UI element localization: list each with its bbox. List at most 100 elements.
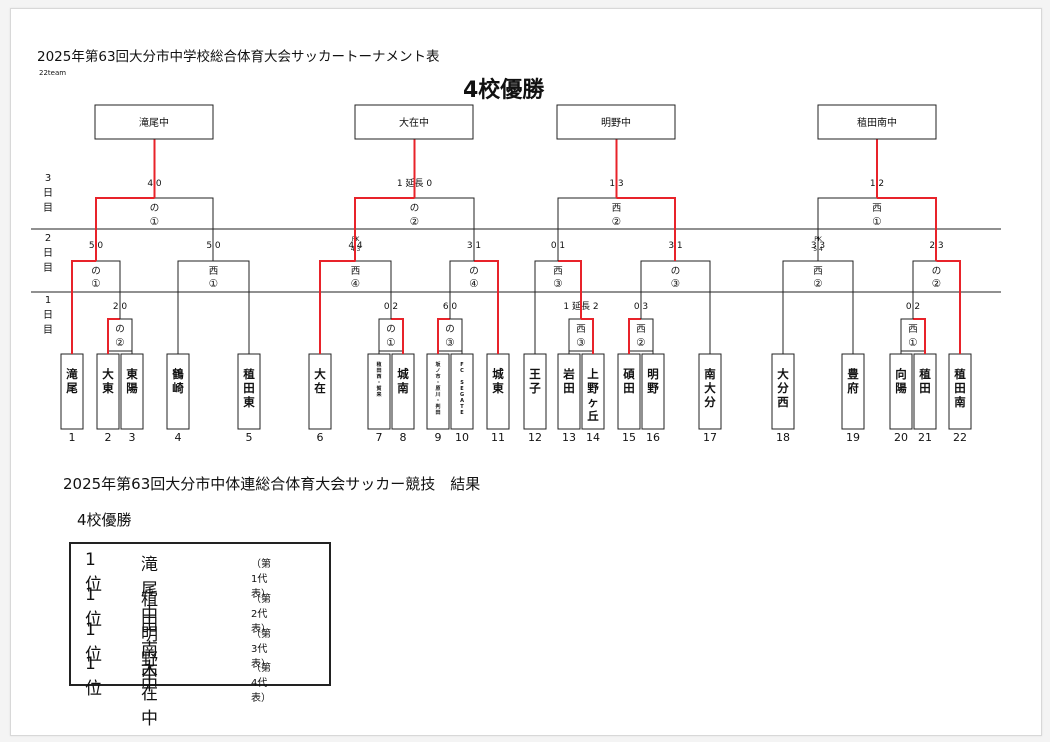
result-representative: （第4代表） bbox=[251, 663, 271, 704]
team-name: 田 bbox=[954, 381, 966, 395]
bracket-line bbox=[120, 318, 133, 351]
bracket-line bbox=[414, 197, 475, 261]
winning-line bbox=[474, 260, 499, 354]
finalist-box bbox=[556, 104, 676, 140]
team-name: ・ bbox=[435, 380, 440, 386]
team-name: 稙 bbox=[376, 361, 381, 368]
bracket-line bbox=[818, 260, 854, 354]
finalist-name: 稙田南中 bbox=[857, 116, 897, 129]
match-venue: 西 bbox=[209, 266, 219, 277]
winning-line bbox=[71, 260, 96, 354]
match-number: ② bbox=[813, 278, 822, 290]
team-name: 東 bbox=[102, 381, 114, 395]
team-number: 2 bbox=[105, 431, 112, 444]
tournament-bracket: 3日目2日目1日目滝尾1大東2東陽3鶴崎4稙田東5大在6稙田西・賀来7城南8坂ノ… bbox=[31, 104, 1001, 444]
team-name: 東 bbox=[243, 395, 255, 409]
bracket-line bbox=[96, 260, 121, 319]
team-number: 16 bbox=[646, 431, 660, 444]
bracket-line bbox=[912, 260, 937, 319]
team-number: 4 bbox=[175, 431, 182, 444]
team-number: 8 bbox=[400, 431, 407, 444]
team-name: A bbox=[460, 398, 464, 404]
match-venue: 西 bbox=[351, 266, 361, 277]
team-name: 大 bbox=[777, 367, 789, 381]
team-name: 西 bbox=[777, 395, 789, 409]
winning-line bbox=[913, 318, 926, 351]
team-name: ノ bbox=[435, 368, 440, 374]
result-representative: （第1代表） bbox=[251, 559, 271, 600]
match-number: ③ bbox=[671, 278, 680, 290]
team-name: 南 bbox=[397, 381, 409, 395]
team-name: 原 bbox=[435, 385, 440, 392]
bracket-line bbox=[378, 318, 391, 351]
result-representative: （第2代表） bbox=[251, 594, 271, 635]
team-name: 南 bbox=[704, 367, 716, 381]
team-name: 明 bbox=[647, 367, 659, 381]
bracket-line bbox=[568, 318, 581, 351]
team-name: 城 bbox=[397, 367, 409, 381]
bracket-line bbox=[557, 197, 617, 261]
match-number: ① bbox=[908, 337, 917, 349]
team-name: S bbox=[460, 380, 464, 386]
bracket-line bbox=[641, 318, 654, 351]
result-place: 1位 bbox=[85, 585, 102, 630]
team-name: 向 bbox=[895, 367, 907, 381]
bracket-line bbox=[177, 260, 214, 354]
team-name: 分 bbox=[777, 381, 789, 395]
team-name: 市 bbox=[435, 373, 440, 380]
team-number: 13 bbox=[562, 431, 576, 444]
finalist-box bbox=[817, 104, 937, 140]
result-school: 滝尾中 bbox=[141, 555, 158, 625]
team-name: 田 bbox=[919, 381, 931, 395]
team-name: 賀 bbox=[376, 385, 381, 392]
team-name: 稙 bbox=[919, 367, 931, 381]
match-venue: の bbox=[410, 203, 420, 214]
day-label: 日 bbox=[43, 310, 53, 321]
bracket-line bbox=[213, 260, 250, 354]
match-number: ④ bbox=[351, 278, 360, 290]
bracket-line bbox=[450, 318, 463, 351]
team-number: 3 bbox=[129, 431, 136, 444]
team-name: 坂 bbox=[435, 361, 441, 368]
team-name: 王 bbox=[529, 367, 541, 381]
pk-label: PK bbox=[814, 236, 823, 243]
result-school: 明野中 bbox=[141, 625, 158, 695]
team-number: 17 bbox=[703, 431, 717, 444]
match-number: ② bbox=[612, 216, 621, 228]
winning-line bbox=[877, 197, 937, 261]
match-venue: の bbox=[150, 203, 160, 214]
team-count: 22team bbox=[39, 69, 67, 77]
day-label: 1 bbox=[45, 295, 51, 306]
team-name: 稙 bbox=[954, 367, 966, 381]
team-name: 分 bbox=[704, 395, 716, 409]
match-number: ① bbox=[386, 337, 395, 349]
bracket-line bbox=[449, 260, 474, 319]
team-number: 5 bbox=[246, 431, 253, 444]
match-number: ① bbox=[209, 278, 218, 290]
team-name: ・ bbox=[376, 380, 381, 386]
match-number: ② bbox=[932, 278, 941, 290]
team-name: 尾 bbox=[65, 381, 78, 395]
team-number: 21 bbox=[918, 431, 932, 444]
day-label: 目 bbox=[43, 203, 53, 214]
team-name: 陽 bbox=[126, 381, 138, 395]
finalist-box bbox=[354, 104, 474, 140]
team-name: 城 bbox=[492, 367, 504, 381]
match-number: ③ bbox=[576, 337, 585, 349]
bracket-line bbox=[640, 260, 676, 319]
team-name: 在 bbox=[314, 381, 326, 395]
day-label: 2 bbox=[45, 233, 51, 244]
result-representative: （第3代表） bbox=[251, 629, 271, 670]
match-venue: の bbox=[671, 266, 681, 277]
team-name: T bbox=[460, 404, 464, 410]
result-place: 1位 bbox=[85, 550, 102, 595]
results-table: 1位 滝尾中 （第1代表） 1位 稙田南中 （第2代表） 1位 明野中 （第3代… bbox=[69, 542, 331, 729]
bracket-line bbox=[900, 318, 913, 351]
team-name: 田 bbox=[563, 381, 575, 395]
match-number: ② bbox=[636, 337, 645, 349]
team-name: G bbox=[460, 392, 464, 398]
match-venue: 西 bbox=[576, 324, 586, 335]
finalist-box bbox=[94, 104, 214, 140]
match-venue: の bbox=[445, 324, 455, 335]
team-name: 子 bbox=[529, 381, 541, 395]
